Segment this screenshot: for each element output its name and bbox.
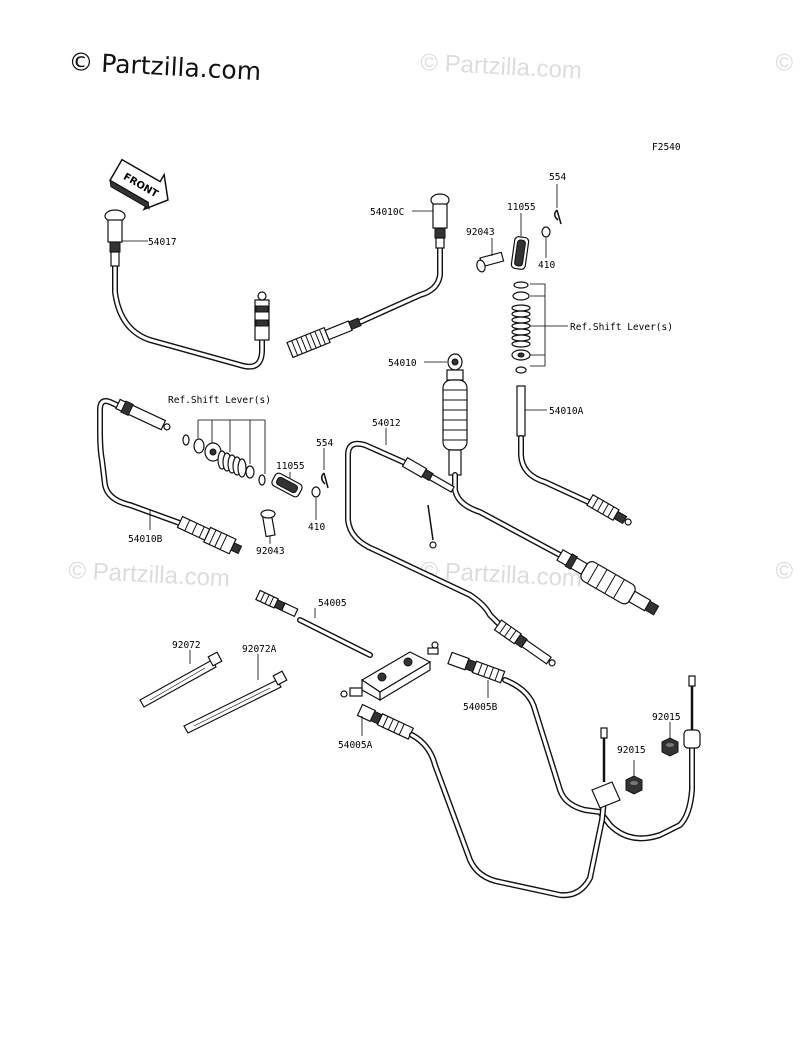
watermark-main: © Partzilla.com xyxy=(68,47,262,86)
cable-tie-92072A xyxy=(183,670,288,734)
diagram-code: F2540 xyxy=(652,142,681,153)
label-92043-top: 92043 xyxy=(466,227,495,238)
label-92072: 92072 xyxy=(172,640,201,651)
label-92015-b: 92015 xyxy=(617,745,646,756)
boot-stack-mid xyxy=(182,434,266,486)
cable-54010B xyxy=(97,398,243,555)
label-92043-mid: 92043 xyxy=(256,546,285,557)
clip-554-top xyxy=(554,209,562,225)
joint-11055-mid xyxy=(271,472,303,498)
label-54010C: 54010C xyxy=(370,207,404,218)
pin-92043-top xyxy=(476,251,505,273)
washer-410-mid xyxy=(311,486,321,498)
watermark-faint-mid-edge: © Partzilla.com xyxy=(775,557,800,592)
label-92015-a: 92015 xyxy=(652,712,681,723)
watermark-faint-mid-center: © Partzilla.com xyxy=(420,557,583,592)
pin-92043-mid xyxy=(260,509,276,538)
ref-shift-lever-mid: Ref.Shift Lever(s) xyxy=(168,395,271,406)
ref-shift-lever-top: Ref.Shift Lever(s) xyxy=(570,322,673,333)
cable-54017 xyxy=(104,209,270,370)
label-92072A: 92072A xyxy=(242,644,277,655)
watermark-faint-mid-left: © Partzilla.com xyxy=(68,557,231,592)
label-54010B: 54010B xyxy=(128,534,163,545)
equalizer-block xyxy=(340,641,439,702)
clip-554-mid xyxy=(321,472,329,489)
boot-stack-top xyxy=(511,281,531,374)
label-54005: 54005 xyxy=(318,598,347,609)
label-11055-top: 11055 xyxy=(507,202,536,213)
label-11055-mid: 11055 xyxy=(276,461,305,472)
watermark-faint-top-right: © Partzilla.com xyxy=(420,49,583,84)
watermark-faint-top-edge: © Partzilla.com xyxy=(775,49,800,84)
cable-54010C xyxy=(286,193,450,359)
cable-54012 xyxy=(345,440,556,667)
label-54010A: 54010A xyxy=(549,406,584,417)
label-54012: 54012 xyxy=(372,418,401,429)
label-554-mid: 554 xyxy=(316,438,333,449)
cable-54010A xyxy=(516,385,632,526)
label-410-top: 410 xyxy=(538,260,555,271)
label-54017: 54017 xyxy=(148,237,177,248)
nut-92015-a xyxy=(661,737,679,757)
label-54010: 54010 xyxy=(388,358,417,369)
cable-54010 xyxy=(442,353,660,616)
label-554-top: 554 xyxy=(549,172,566,183)
cable-tie-92072 xyxy=(139,651,223,708)
joint-11055-top xyxy=(510,236,530,270)
label-54005A: 54005A xyxy=(338,740,373,751)
label-410-mid: 410 xyxy=(308,522,325,533)
label-54005B: 54005B xyxy=(463,702,498,713)
cable-54005 xyxy=(255,589,373,658)
nut-92015-b xyxy=(625,775,643,795)
front-arrow-icon: FRONT xyxy=(108,158,169,211)
cable-54005A xyxy=(356,703,621,899)
washer-410-top xyxy=(541,226,551,238)
